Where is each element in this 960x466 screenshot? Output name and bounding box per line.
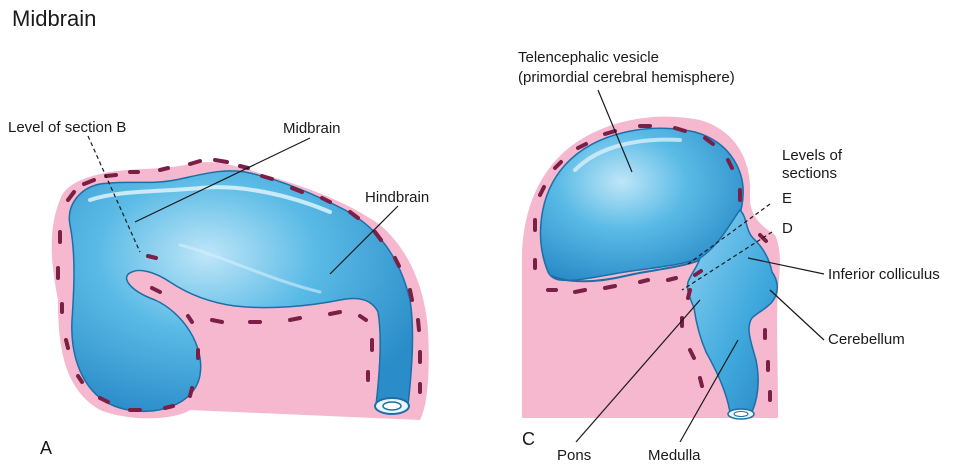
label-level-of-section-b: Level of section B (8, 119, 126, 136)
panel-a: Level of section B Midbrain Hindbrain A (8, 119, 429, 458)
leader-cerebellum (770, 290, 824, 340)
brainstem-lumen (734, 412, 748, 417)
panel-letter-a: A (40, 438, 52, 458)
label-cerebellum: Cerebellum (828, 331, 905, 348)
label-level-e: E (782, 190, 792, 207)
label-levels-line2: sections (782, 165, 837, 182)
label-levels-line1: Levels of (782, 147, 843, 164)
label-telencephalic-line1: Telencephalic vesicle (518, 49, 659, 66)
panel-c: Telencephalic vesicle (primordial cerebr… (518, 49, 940, 464)
label-inferior-colliculus: Inferior colliculus (828, 266, 940, 283)
neural-tube-lumen (383, 402, 401, 410)
label-midbrain-a: Midbrain (283, 120, 341, 137)
label-pons: Pons (557, 447, 591, 464)
label-telencephalic-line2: (primordial cerebral hemisphere) (518, 69, 735, 86)
panel-letter-c: C (522, 429, 535, 449)
label-hindbrain: Hindbrain (365, 189, 429, 206)
label-level-d: D (782, 220, 793, 237)
label-medulla: Medulla (648, 447, 701, 464)
